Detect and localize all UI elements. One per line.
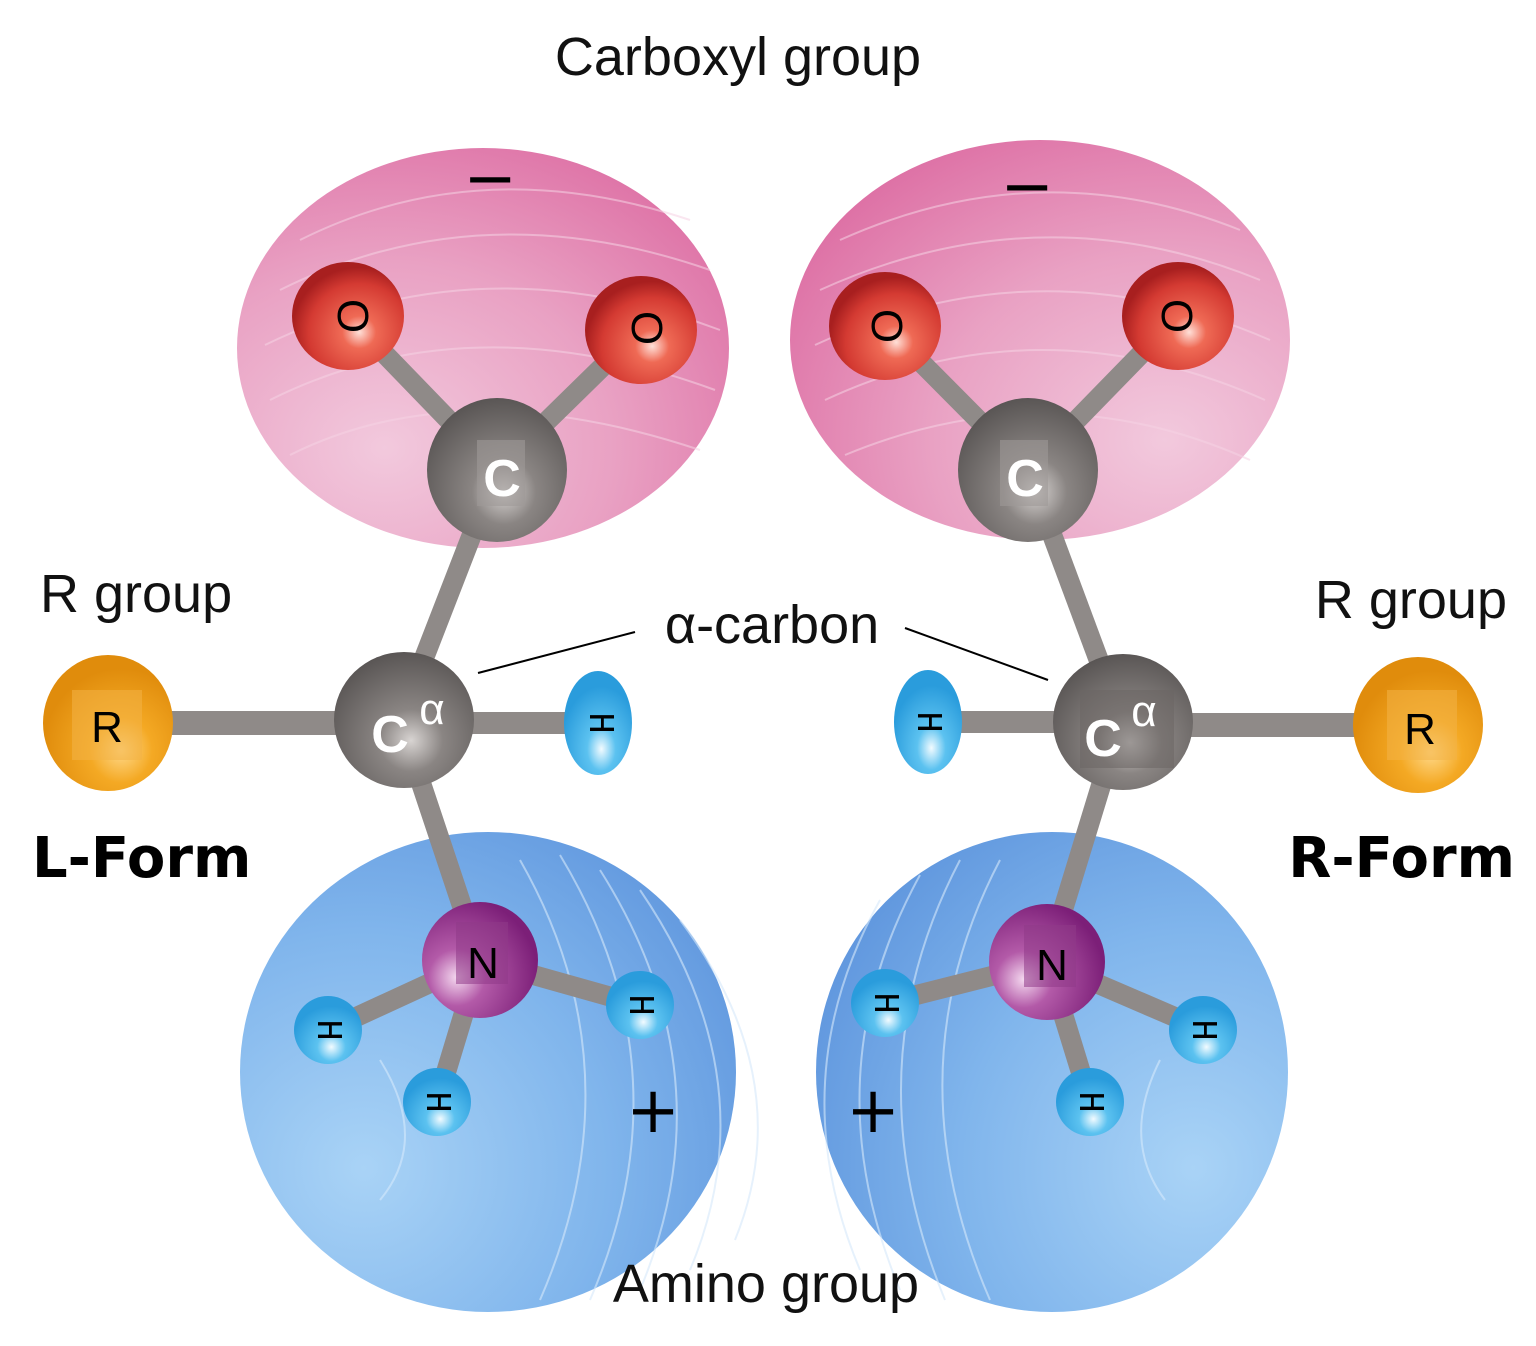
r-form-label: R-Form bbox=[1288, 826, 1515, 891]
alpha-carbon-label: α-carbon bbox=[665, 595, 879, 655]
left-amino-cloud bbox=[240, 832, 759, 1312]
right-amino-hydrogen-1: H bbox=[851, 969, 919, 1037]
svg-text:C: C bbox=[1006, 450, 1044, 508]
left-alpha-hydrogen-atom: H bbox=[564, 671, 632, 775]
svg-text:H: H bbox=[1069, 1091, 1110, 1113]
left-amino-hydrogen-3: H bbox=[403, 1068, 471, 1136]
svg-text:R: R bbox=[1404, 705, 1436, 754]
svg-text:O: O bbox=[622, 311, 671, 345]
left-oxygen-atom-2: O bbox=[585, 276, 697, 384]
right-alpha-carbon-atom: C α bbox=[1053, 654, 1193, 790]
right-amino-hydrogen-3: H bbox=[1056, 1068, 1124, 1136]
right-amino-positive-charge: + bbox=[846, 1074, 900, 1148]
svg-text:R: R bbox=[91, 703, 123, 752]
left-carboxyl-carbon-atom: C bbox=[427, 398, 567, 542]
right-carboxyl-carbon-atom: C bbox=[958, 398, 1098, 542]
svg-text:O: O bbox=[328, 299, 377, 333]
svg-text:H: H bbox=[907, 711, 948, 733]
right-molecule: − O O bbox=[790, 140, 1483, 1312]
left-amino-hydrogen-1: H bbox=[294, 996, 362, 1064]
svg-text:C: C bbox=[1084, 710, 1122, 768]
left-amino-hydrogen-2: H bbox=[606, 971, 674, 1039]
alpha-carbon-leader-line-left bbox=[477, 631, 636, 674]
amino-group-label: Amino group bbox=[613, 1254, 919, 1314]
left-nitrogen-atom: N bbox=[422, 902, 538, 1018]
right-r-group-label: R group bbox=[1315, 570, 1507, 630]
svg-text:N: N bbox=[467, 939, 499, 988]
right-r-group-atom: R bbox=[1353, 657, 1483, 793]
right-carboxyl-negative-charge: − bbox=[1000, 150, 1054, 224]
svg-text:H: H bbox=[619, 994, 660, 1016]
left-oxygen-atom-1: O bbox=[292, 262, 404, 370]
svg-text:C: C bbox=[371, 706, 409, 764]
alpha-carbon-leader-line-right bbox=[904, 627, 1049, 681]
l-form-label: L-Form bbox=[32, 826, 251, 891]
right-nitrogen-atom: N bbox=[989, 904, 1105, 1020]
right-oxygen-atom-2: O bbox=[1122, 262, 1234, 370]
left-molecule: − O bbox=[43, 142, 759, 1312]
svg-text:H: H bbox=[416, 1091, 457, 1113]
svg-text:C: C bbox=[483, 450, 521, 508]
svg-text:α: α bbox=[419, 685, 444, 734]
left-alpha-carbon-atom: C α bbox=[334, 652, 474, 788]
svg-text:N: N bbox=[1036, 941, 1068, 990]
carboxyl-group-label: Carboxyl group bbox=[555, 27, 921, 87]
svg-text:H: H bbox=[864, 992, 905, 1014]
svg-text:H: H bbox=[579, 712, 620, 734]
right-alpha-hydrogen-atom: H bbox=[894, 670, 962, 774]
svg-text:α: α bbox=[1131, 687, 1156, 736]
right-oxygen-atom-1: O bbox=[829, 272, 941, 380]
left-carboxyl-negative-charge: − bbox=[463, 142, 517, 216]
svg-text:H: H bbox=[307, 1019, 348, 1041]
svg-text:O: O bbox=[862, 309, 911, 343]
svg-text:O: O bbox=[1152, 299, 1201, 333]
left-r-group-atom: R bbox=[43, 655, 173, 791]
left-r-group-label: R group bbox=[40, 564, 232, 624]
left-amino-positive-charge: + bbox=[626, 1074, 680, 1148]
right-amino-cloud bbox=[816, 832, 1288, 1312]
svg-text:H: H bbox=[1182, 1019, 1223, 1041]
right-amino-hydrogen-2: H bbox=[1169, 996, 1237, 1064]
